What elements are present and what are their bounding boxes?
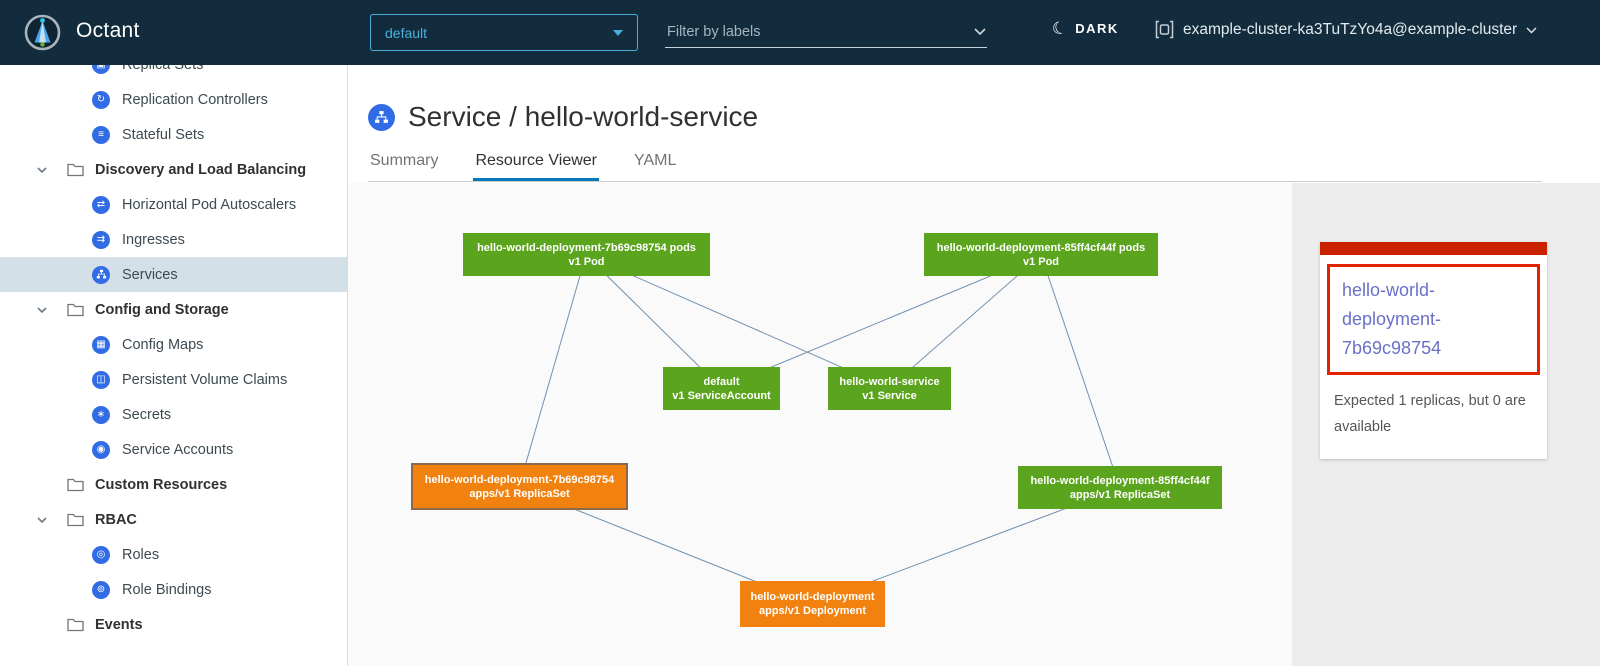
sidebar-group-discovery-load-balancing[interactable]: Discovery and Load Balancing <box>0 152 347 187</box>
namespace-dropdown[interactable]: default <box>370 14 638 51</box>
graph-node-service-account[interactable]: default v1 ServiceAccount <box>663 367 780 410</box>
graph-node-replicaset-85ff4cf44f[interactable]: hello-world-deployment-85ff4cf44f apps/v… <box>1018 466 1222 509</box>
replication-controller-icon: ↻ <box>92 91 110 109</box>
cluster-icon <box>1155 20 1174 39</box>
sidebar-item-replication-controllers[interactable]: ↻ Replication Controllers <box>0 82 347 117</box>
resource-graph: hello-world-deployment-7b69c98754 pods v… <box>348 183 1292 666</box>
page-header: Service / hello-world-service <box>368 101 758 133</box>
sidebar-group-rbac[interactable]: RBAC <box>0 502 347 537</box>
pvc-icon: ◫ <box>92 371 110 389</box>
dark-theme-label: DARK <box>1075 21 1119 36</box>
service-icon <box>92 266 110 284</box>
sidebar-nav-list: ▣ Replica Sets ↻ Replication Controllers… <box>0 65 347 642</box>
sidebar-item-ingresses[interactable]: ⇉ Ingresses <box>0 222 347 257</box>
chevron-down-icon[interactable] <box>36 166 50 174</box>
sidebar-group-custom-resources[interactable]: Custom Resources <box>0 467 347 502</box>
role-icon: ◎ <box>92 546 110 564</box>
stateful-set-icon: ≡ <box>92 126 110 144</box>
resource-name-link[interactable]: hello-world-deployment-7b69c98754 <box>1327 264 1540 375</box>
page-title: Service / hello-world-service <box>408 101 758 133</box>
service-icon <box>368 104 395 131</box>
octant-logo <box>24 14 61 51</box>
sidebar-group-events[interactable]: Events <box>0 607 347 642</box>
sidebar-item-role-bindings[interactable]: ⊚ Role Bindings <box>0 572 347 607</box>
namespace-dropdown-value: default <box>385 25 613 41</box>
tab-summary[interactable]: Summary <box>368 148 440 181</box>
folder-icon <box>67 303 84 317</box>
role-binding-icon: ⊚ <box>92 581 110 599</box>
app-title: Octant <box>76 19 140 43</box>
tab-bar: Summary Resource Viewer YAML <box>368 148 1542 182</box>
graph-node-service[interactable]: hello-world-service v1 Service <box>828 367 951 410</box>
folder-icon <box>67 618 84 632</box>
graph-node-pod-85ff4cf44f[interactable]: hello-world-deployment-85ff4cf44f pods v… <box>924 233 1158 276</box>
config-map-icon: ▦ <box>92 336 110 354</box>
sidebar-item-secrets[interactable]: ∗ Secrets <box>0 397 347 432</box>
folder-icon <box>67 513 84 527</box>
sidebar-item-horizontal-pod-autoscalers[interactable]: ⇄ Horizontal Pod Autoscalers <box>0 187 347 222</box>
sidebar-item-replica-sets[interactable]: ▣ Replica Sets <box>0 65 347 82</box>
moon-icon: ☾ <box>1050 18 1069 38</box>
dark-theme-toggle[interactable]: ☾ DARK <box>1052 20 1119 37</box>
main-content: Service / hello-world-service Summary Re… <box>348 65 1600 666</box>
sidebar-item-roles[interactable]: ◎ Roles <box>0 537 347 572</box>
chevron-down-icon <box>1526 26 1537 34</box>
tab-resource-viewer[interactable]: Resource Viewer <box>473 148 599 181</box>
sidebar-item-service-accounts[interactable]: ◉ Service Accounts <box>0 432 347 467</box>
sidebar-group-config-and-storage[interactable]: Config and Storage <box>0 292 347 327</box>
folder-icon <box>67 163 84 177</box>
status-bar-red <box>1320 242 1547 255</box>
label-filter <box>665 16 987 48</box>
hpa-icon: ⇄ <box>92 196 110 214</box>
graph-node-deployment[interactable]: hello-world-deployment apps/v1 Deploymen… <box>740 581 885 627</box>
selected-resource-card: hello-world-deployment-7b69c98754 Expect… <box>1320 242 1547 459</box>
cluster-selector[interactable]: example-cluster-ka3TuTzYo4a@example-clus… <box>1155 20 1537 39</box>
sidebar-navigation: ▣ Replica Sets ↻ Replication Controllers… <box>0 65 348 666</box>
folder-icon <box>67 478 84 492</box>
caret-down-icon <box>613 30 623 36</box>
detail-panel: hello-world-deployment-7b69c98754 Expect… <box>1292 183 1600 666</box>
chevron-down-icon[interactable] <box>973 27 987 36</box>
tab-yaml[interactable]: YAML <box>632 148 678 181</box>
sidebar-item-persistent-volume-claims[interactable]: ◫ Persistent Volume Claims <box>0 362 347 397</box>
sidebar-item-config-maps[interactable]: ▦ Config Maps <box>0 327 347 362</box>
secret-icon: ∗ <box>92 406 110 424</box>
replica-set-icon: ▣ <box>92 65 110 74</box>
replica-warning-message: Expected 1 replicas, but 0 are available <box>1320 375 1547 459</box>
ingress-icon: ⇉ <box>92 231 110 249</box>
cluster-name: example-cluster-ka3TuTzYo4a@example-clus… <box>1183 21 1517 39</box>
sidebar-item-services[interactable]: Services <box>0 257 347 292</box>
graph-node-replicaset-7b69c98754[interactable]: hello-world-deployment-7b69c98754 apps/v… <box>411 463 628 510</box>
top-navigation-bar: Octant default ☾ DARK example-cluster-ka… <box>0 0 1600 65</box>
sidebar-item-stateful-sets[interactable]: ≡ Stateful Sets <box>0 117 347 152</box>
label-filter-input[interactable] <box>665 23 973 41</box>
service-account-icon: ◉ <box>92 441 110 459</box>
graph-node-pod-7b69c98754[interactable]: hello-world-deployment-7b69c98754 pods v… <box>463 233 710 276</box>
chevron-down-icon[interactable] <box>36 516 50 524</box>
chevron-down-icon[interactable] <box>36 306 50 314</box>
